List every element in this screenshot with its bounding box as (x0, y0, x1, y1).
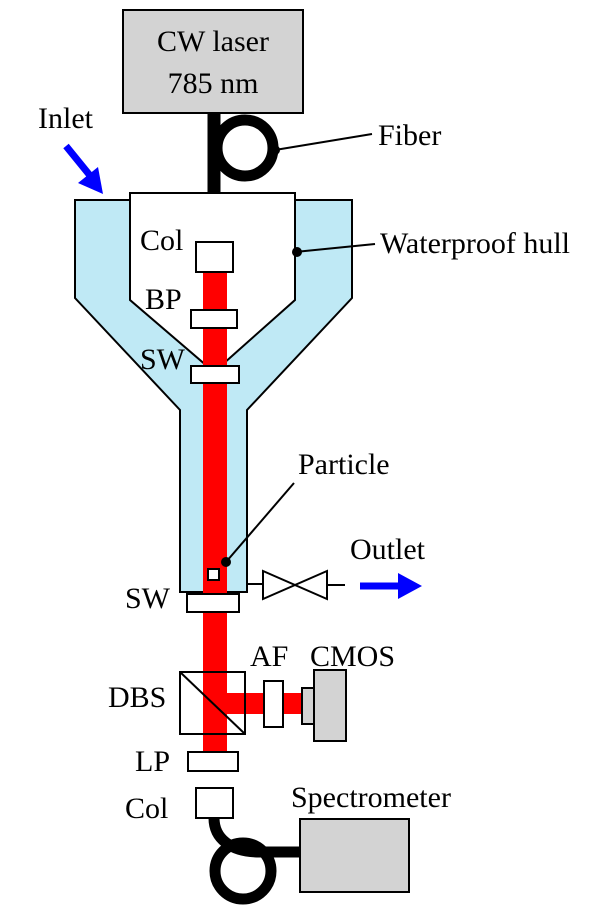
sapphire-window-bottom (186, 593, 240, 613)
bandpass-filter (190, 309, 238, 329)
particle-label: Particle (298, 448, 390, 481)
dbs-diagonal (179, 671, 246, 735)
laser-label-line1: CW laser (157, 25, 269, 58)
hull-leader-line (294, 243, 376, 253)
lp-label: LP (135, 745, 170, 778)
sw-top-label: SW (140, 343, 186, 376)
spectrometer-box (299, 818, 410, 893)
attenuation-filter (263, 680, 284, 728)
collimator-bottom (195, 787, 234, 819)
valve-left-triangle (262, 569, 298, 601)
col-top-label: Col (140, 224, 183, 257)
hull-leader-dot (292, 247, 302, 257)
fiber-loop-bottom (209, 837, 277, 905)
fiber-loop-top (211, 114, 279, 182)
sw-bottom-label: SW (125, 582, 171, 615)
dichroic-beamsplitter (179, 671, 246, 735)
cmos-label: CMOS (310, 640, 395, 673)
particle-leader-line (225, 482, 295, 563)
inlet-label: Inlet (38, 102, 94, 135)
outlet-label: Outlet (350, 533, 426, 566)
fiber-leader-dot (270, 145, 280, 155)
spectrometer-label: Spectrometer (291, 781, 451, 814)
laser-box (122, 9, 304, 114)
particle-leader-dot (221, 557, 231, 567)
longpass-filter (187, 751, 239, 772)
inlet-arrow-head (78, 167, 103, 194)
sapphire-window-top (190, 365, 240, 384)
fiber-leader-line (274, 133, 373, 151)
cmos-camera (313, 669, 347, 742)
af-label: AF (250, 640, 288, 673)
col-bottom-label: Col (125, 792, 168, 825)
outlet-arrow-head (398, 573, 422, 599)
fiber-label: Fiber (378, 119, 441, 152)
dbs-label: DBS (108, 681, 166, 714)
bp-label: BP (145, 283, 182, 316)
valve-right-triangle (292, 569, 328, 601)
laser-label-line2: 785 nm (168, 67, 259, 100)
particle-marker (207, 568, 220, 581)
collimator-top (195, 241, 234, 273)
hull-label: Waterproof hull (380, 227, 570, 260)
inlet-arrow-shaft (63, 143, 95, 181)
